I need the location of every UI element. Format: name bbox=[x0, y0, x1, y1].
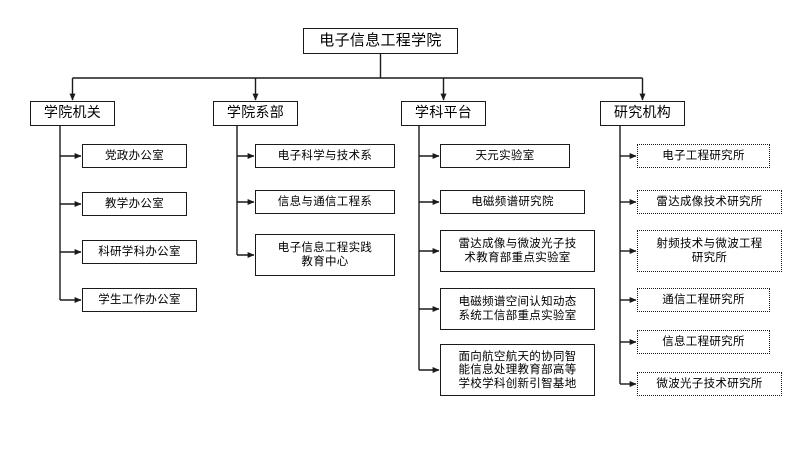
node-branch-2[interactable]: 学院系部 bbox=[213, 101, 298, 126]
node-branch-2-child-3[interactable]: 电子信息工程实践 教育中心 bbox=[255, 234, 395, 276]
node-branch-2-child-2[interactable]: 信息与通信工程系 bbox=[255, 190, 395, 214]
node-branch-4-child-5[interactable]: 信息工程研究所 bbox=[637, 330, 770, 354]
node-branch-1-child-4[interactable]: 学生工作办公室 bbox=[82, 288, 197, 312]
node-branch-4-child-1[interactable]: 电子工程研究所 bbox=[637, 144, 770, 168]
node-branch-3-child-5[interactable]: 面向航空航天的协同智 能信息处理教育部高等 学校学科创新引智基地 bbox=[440, 344, 595, 396]
node-branch-3-child-2[interactable]: 电磁频谱研究院 bbox=[440, 190, 585, 214]
node-branch-4[interactable]: 研究机构 bbox=[600, 101, 685, 126]
node-root[interactable]: 电子信息工程学院 bbox=[303, 28, 458, 54]
node-branch-3-child-4[interactable]: 电磁频谱空间认知动态 系统工信部重点实验室 bbox=[440, 288, 595, 330]
node-branch-1-child-3[interactable]: 科研学科办公室 bbox=[82, 240, 197, 264]
node-branch-4-child-4[interactable]: 通信工程研究所 bbox=[637, 288, 770, 312]
node-branch-3-child-3[interactable]: 雷达成像与微波光子技 术教育部重点实验室 bbox=[440, 230, 595, 272]
node-branch-2-child-1[interactable]: 电子科学与技术系 bbox=[255, 144, 395, 168]
node-branch-3[interactable]: 学科平台 bbox=[401, 101, 486, 126]
node-branch-1-child-1[interactable]: 党政办公室 bbox=[82, 144, 187, 168]
node-branch-4-child-3[interactable]: 射频技术与微波工程 研究所 bbox=[637, 230, 782, 272]
node-branch-1-child-2[interactable]: 教学办公室 bbox=[82, 192, 187, 216]
node-branch-3-child-1[interactable]: 天元实验室 bbox=[440, 144, 570, 168]
node-branch-1[interactable]: 学院机关 bbox=[30, 101, 115, 126]
node-branch-4-child-6[interactable]: 微波光子技术研究所 bbox=[637, 372, 782, 396]
node-branch-4-child-2[interactable]: 雷达成像技术研究所 bbox=[637, 190, 782, 214]
